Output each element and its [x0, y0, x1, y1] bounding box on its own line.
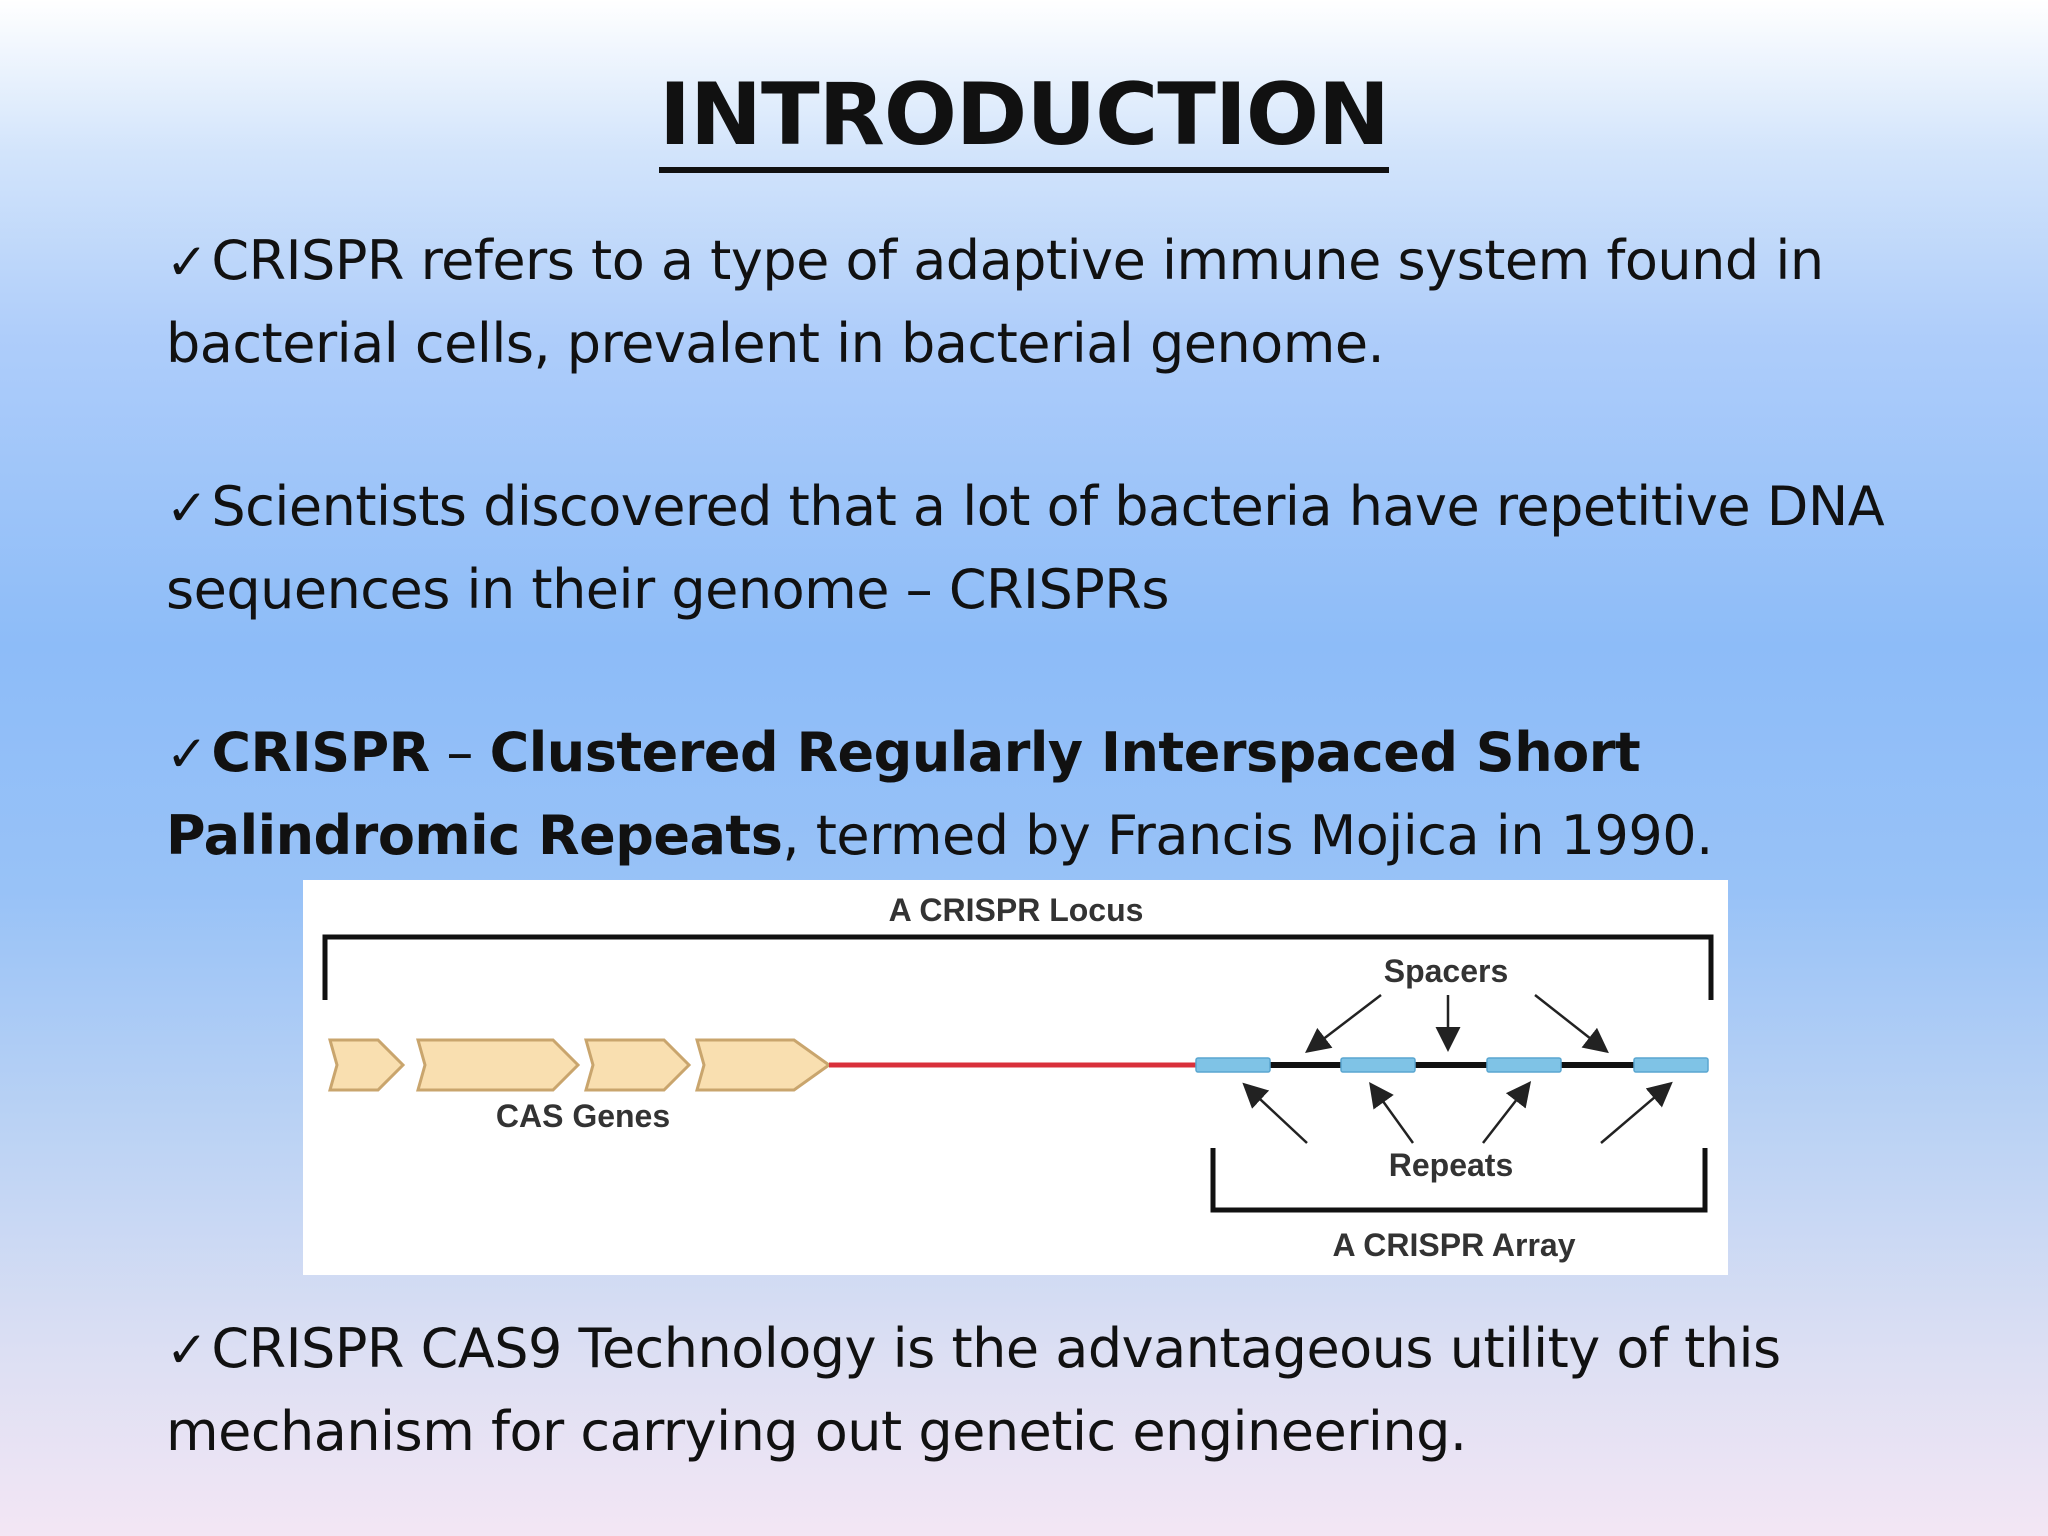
cas-gene-1: [328, 1038, 406, 1092]
cas-gene-3: [584, 1038, 692, 1092]
bullet-1: ✓CRISPR refers to a type of adaptive imm…: [166, 220, 1916, 385]
bullet-4: ✓CRISPR CAS9 Technology is the advantage…: [166, 1308, 1916, 1473]
repeats: [1195, 1057, 1709, 1073]
cas-genes-label: CAS Genes: [496, 1098, 670, 1134]
check-icon: ✓: [166, 725, 208, 783]
slide-title: INTRODUCTION: [0, 65, 2048, 173]
repeat-3: [1486, 1057, 1562, 1073]
cas-gene-2: [416, 1038, 581, 1092]
spacer-arrow-1: [1305, 994, 1382, 1054]
repeat-4: [1633, 1057, 1709, 1073]
spacer-arrow-3: [1534, 994, 1609, 1054]
repeat-arrow-2: [1369, 1081, 1415, 1144]
bullet-3-dash: –: [429, 721, 490, 784]
repeat-2: [1340, 1057, 1416, 1073]
cas-gene-4: [695, 1038, 832, 1092]
cas-genes: [328, 1038, 832, 1092]
check-icon: ✓: [166, 1321, 208, 1379]
repeat-1: [1195, 1057, 1271, 1073]
crispr-locus-diagram: A CRISPR Locus CAS Genes Spacers: [303, 880, 1728, 1275]
crispr-locus-svg: A CRISPR Locus CAS Genes Spacers: [322, 892, 1714, 1263]
bullet-1-text: CRISPR refers to a type of adaptive immu…: [166, 229, 1824, 375]
slide-title-text: INTRODUCTION: [658, 65, 1390, 173]
locus-label: A CRISPR Locus: [889, 892, 1144, 928]
bullet-3-crispr: CRISPR: [211, 721, 430, 784]
bullet-3: ✓CRISPR – Clustered Regularly Interspace…: [166, 712, 1916, 877]
array-label: A CRISPR Array: [1332, 1227, 1575, 1263]
spacers-label: Spacers: [1384, 953, 1509, 989]
repeats-label: Repeats: [1389, 1147, 1514, 1183]
array-bracket: [1210, 1148, 1708, 1213]
repeat-arrow-1: [1242, 1082, 1308, 1144]
check-icon: ✓: [166, 479, 208, 537]
bullet-3-rest: , termed by Francis Mojica in 1990.: [782, 804, 1713, 867]
repeat-arrows: [1242, 1081, 1673, 1144]
bullet-2: ✓Scientists discovered that a lot of bac…: [166, 466, 1916, 631]
bullet-4-text: CRISPR CAS9 Technology is the advantageo…: [166, 1317, 1781, 1463]
bullet-2-text: Scientists discovered that a lot of bact…: [166, 475, 1885, 621]
spacer-arrows: [1305, 994, 1609, 1054]
repeat-arrow-3: [1482, 1081, 1532, 1144]
locus-bracket: [322, 934, 1714, 1000]
check-icon: ✓: [166, 233, 208, 291]
bullet-3-acronym-expansion: Clustered Regularly Interspaced Short Pa…: [166, 721, 1641, 867]
repeat-arrow-4: [1600, 1081, 1673, 1144]
